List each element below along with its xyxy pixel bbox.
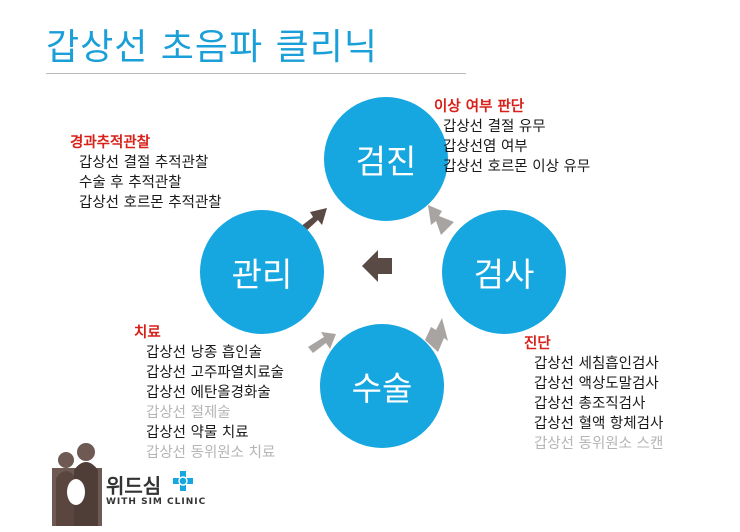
circle-manage: 관리 xyxy=(200,210,324,334)
treatment-item: 갑상선 약물 치료 xyxy=(146,425,249,441)
circle-exam: 검사 xyxy=(442,210,566,334)
circle-surgery: 수술 xyxy=(320,324,444,448)
diagnosis-item: 갑상선 총조직검사 xyxy=(534,396,646,412)
treatment-heading: 치료 xyxy=(134,325,161,341)
treatment-item: 갑상선 낭종 흡인술 xyxy=(146,345,262,361)
abnormal-item: 갑상선 결절 유무 xyxy=(443,119,546,135)
followup-item: 갑상선 호르몬 추적관찰 xyxy=(79,195,222,211)
medical-cross-icon xyxy=(173,471,193,491)
diagnosis-heading: 진단 xyxy=(524,336,551,352)
diagnosis-item: 갑상선 동위원소 스캔 xyxy=(534,436,664,452)
treatment-item: 갑상선 에탄올경화술 xyxy=(146,385,271,401)
arrow-center xyxy=(362,250,392,282)
logo-name: 위드심 xyxy=(106,474,162,498)
followup-item: 수술 후 추적관찰 xyxy=(79,175,182,191)
abnormal-item: 갑상선 호르몬 이상 유무 xyxy=(443,159,591,175)
arrow-surgery-to-manage xyxy=(308,332,336,353)
title-divider xyxy=(46,73,466,74)
diagnosis-block: 진단 갑상선 세침흡인검사 갑상선 액상도말검사 갑상선 총조직검사 갑상선 혈… xyxy=(524,334,663,454)
circle-checkup: 검진 xyxy=(324,97,448,221)
arrow-manage-to-checkup xyxy=(300,208,327,232)
arrow-exam-to-surgery xyxy=(425,318,448,352)
followup-block: 경과추적관찰 갑상선 결절 추적관찰 수술 후 추적관찰 갑상선 호르몬 추적관… xyxy=(70,133,222,213)
treatment-block: 치료 갑상선 낭종 흡인술 갑상선 고주파열치료술 갑상선 에탄올경화술 갑상선… xyxy=(134,323,284,463)
logo-subtitle: WITH SIM CLINIC xyxy=(106,497,207,507)
treatment-item: 갑상선 고주파열치료술 xyxy=(146,365,285,381)
page-title: 갑상선 초음파 클리닉 xyxy=(46,27,378,68)
diagnosis-item: 갑상선 혈액 항체검사 xyxy=(534,416,664,432)
abnormal-check-block: 이상 여부 판단 갑상선 결절 유무 갑상선염 여부 갑상선 호르몬 이상 유무 xyxy=(434,97,590,177)
followup-heading: 경과추적관찰 xyxy=(70,135,151,151)
diagnosis-item: 갑상선 세침흡인검사 xyxy=(534,356,659,372)
abnormal-item: 갑상선염 여부 xyxy=(443,139,528,155)
abnormal-heading: 이상 여부 판단 xyxy=(434,99,525,115)
arrow-checkup-to-exam xyxy=(428,205,454,235)
clinic-logo-figures xyxy=(52,443,102,526)
diagnosis-item: 갑상선 액상도말검사 xyxy=(534,376,659,392)
treatment-item: 갑상선 절제술 xyxy=(146,405,231,421)
treatment-item: 갑상선 동위원소 치료 xyxy=(146,445,276,461)
followup-item: 갑상선 결절 추적관찰 xyxy=(79,155,209,171)
